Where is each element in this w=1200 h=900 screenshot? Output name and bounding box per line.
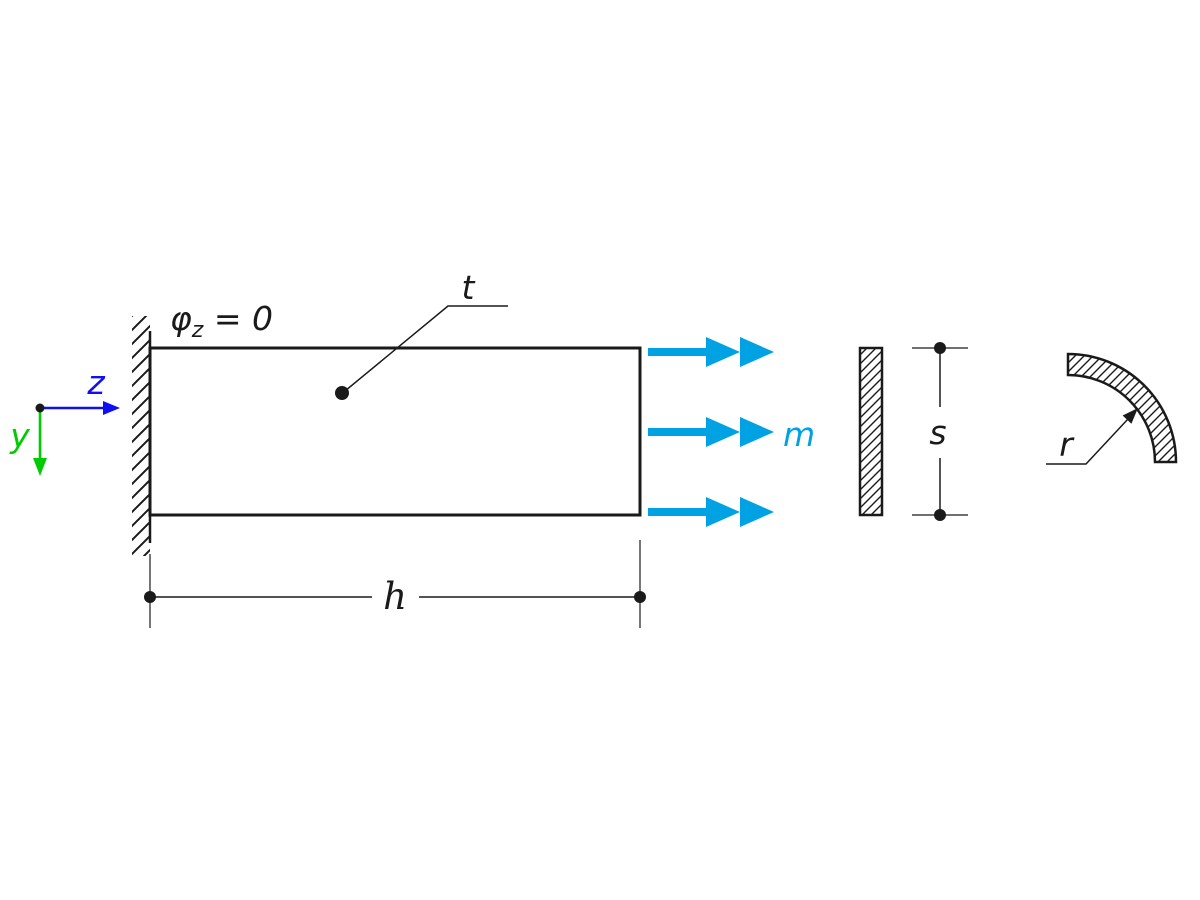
constraint-label: φz = 0 — [170, 299, 273, 343]
moment-label: m — [783, 415, 815, 454]
height-label: h — [383, 575, 407, 618]
thickness-leader: t — [335, 268, 508, 400]
radius-leader: r — [1046, 408, 1138, 465]
z-axis-arrowhead-icon — [103, 401, 120, 415]
radius-arrowhead-icon — [1122, 408, 1138, 424]
dimension-dot — [934, 509, 946, 521]
support-hatching — [132, 316, 150, 556]
dimension-dot — [934, 342, 946, 354]
thickness-leader-line — [344, 305, 508, 392]
arrowhead-icon — [740, 417, 774, 447]
height-dimension: h — [144, 540, 646, 628]
moment-arrow-bottom — [648, 497, 774, 527]
moment-arrows: m — [648, 337, 815, 527]
z-axis-label: z — [86, 363, 105, 402]
moment-arrow-top — [648, 337, 774, 367]
arrowhead-icon — [706, 417, 740, 447]
arrowhead-icon — [740, 337, 774, 367]
depth-dimension: s — [912, 342, 968, 521]
cross-section-arc — [1066, 352, 1178, 464]
radius-leader-line — [1046, 418, 1129, 465]
moment-arrow-middle — [648, 417, 774, 447]
coordinate-system: z y — [9, 363, 120, 476]
origin-dot — [35, 403, 45, 413]
dimension-dot — [634, 591, 646, 603]
y-axis-label: y — [9, 416, 30, 455]
y-axis-arrowhead-icon — [33, 458, 47, 476]
arrowhead-icon — [706, 497, 740, 527]
dimension-dot — [144, 591, 156, 603]
arrowhead-icon — [740, 497, 774, 527]
fixed-support — [132, 316, 152, 556]
radius-label: r — [1059, 425, 1075, 464]
beam-outline — [148, 346, 642, 517]
thickness-leader-dot — [335, 386, 349, 400]
section-depth-label: s — [929, 413, 946, 452]
cross-section-strip — [858, 346, 884, 517]
thickness-label: t — [462, 268, 476, 307]
arrowhead-icon — [706, 337, 740, 367]
